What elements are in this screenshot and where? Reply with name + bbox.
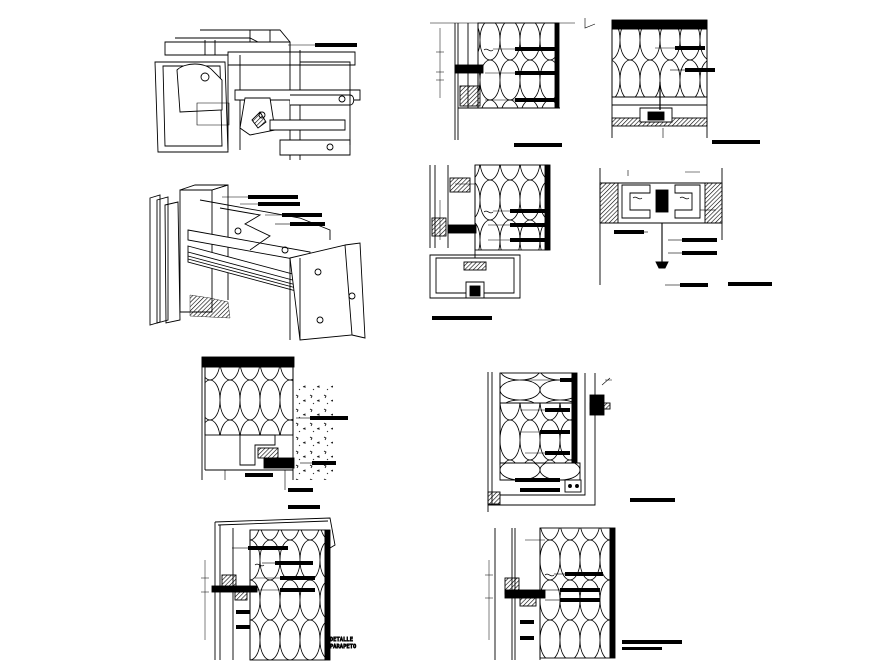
section-panel-base — [485, 527, 682, 660]
section-roof-panel — [611, 19, 760, 144]
plan-mullion-joint — [599, 168, 772, 287]
iso-mullion-transom — [154, 29, 361, 160]
section-sill-concrete — [201, 356, 348, 509]
section-parapet: DETALLE PARAPETO — [201, 517, 357, 661]
iso-curtain-wall-section — [149, 184, 366, 341]
parapet-caption-line1: DETALLE — [330, 637, 353, 643]
parapet-caption-line2: PARAPETO — [330, 644, 356, 650]
section-insulated-panel-top — [430, 18, 596, 147]
section-panel-mullion — [429, 164, 551, 320]
section-corner-panel — [487, 372, 675, 512]
